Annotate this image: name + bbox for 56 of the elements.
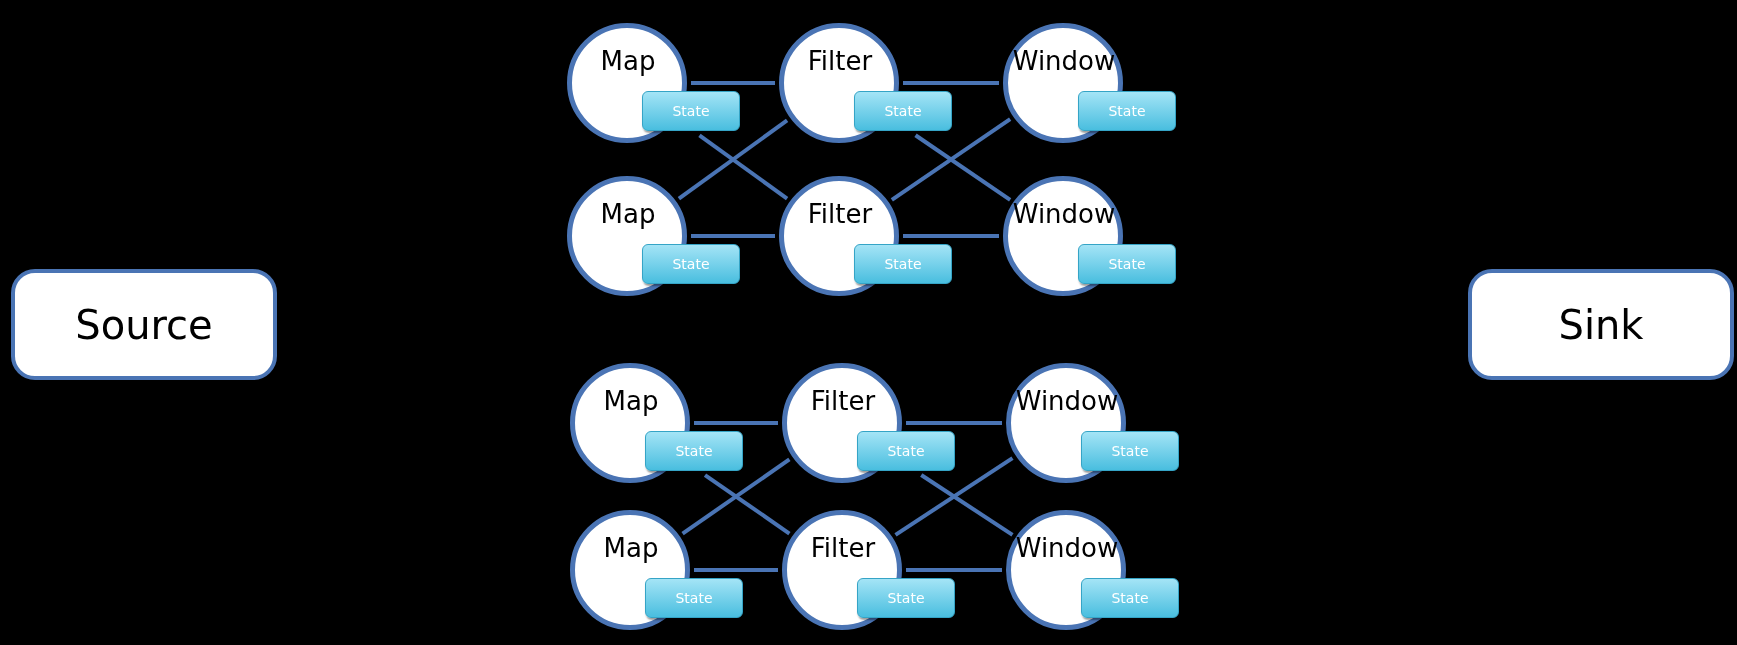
state-label: State [884,103,922,119]
state-label: State [1111,443,1149,459]
operator-label: Filter [807,199,873,229]
connector-line [698,133,789,201]
connector-line [914,133,1012,202]
state-box [1078,244,1176,284]
operator-label: Filter [810,533,876,563]
operator-label: Map [600,46,656,76]
connector-line [920,473,1014,537]
operator-label: Window [1015,533,1119,563]
state-label: State [1108,103,1146,119]
terminal-label: Source [75,301,213,348]
operator-label: Filter [807,46,873,76]
state-box [857,578,955,618]
operator-label: Window [1015,386,1119,416]
operator-label: Window [1012,46,1116,76]
connector-line [694,568,778,572]
state-box [642,244,740,284]
connector-line [903,81,999,85]
operator-label: Map [603,533,659,563]
connector-line [906,421,1002,425]
connector-line [691,81,775,85]
terminal-label: Sink [1558,301,1644,348]
state-box [854,244,952,284]
state-label: State [1111,590,1149,606]
state-box [857,431,955,471]
operator-label: Map [603,386,659,416]
connector-line [703,473,791,536]
operator-label: Filter [810,386,876,416]
state-label: State [675,443,713,459]
connector-line [894,456,1014,537]
state-label: State [675,590,713,606]
connector-line [694,421,778,425]
state-box [854,91,952,131]
state-label: State [672,256,710,272]
connector-line [903,234,999,238]
operator-label: Window [1012,199,1116,229]
connector-line [681,457,791,536]
state-box [1078,91,1176,131]
connector-line [906,568,1002,572]
state-box [645,431,743,471]
terminal-box [1468,269,1734,380]
state-box [1081,578,1179,618]
state-label: State [887,443,925,459]
state-label: State [1108,256,1146,272]
state-label: State [884,256,922,272]
state-label: State [672,103,710,119]
connector-line [677,118,789,201]
connector-line [691,234,775,238]
state-box [645,578,743,618]
operator-label: Map [600,199,656,229]
connector-line [890,117,1012,202]
state-box [642,91,740,131]
terminal-box [11,269,277,380]
state-label: State [887,590,925,606]
state-box [1081,431,1179,471]
